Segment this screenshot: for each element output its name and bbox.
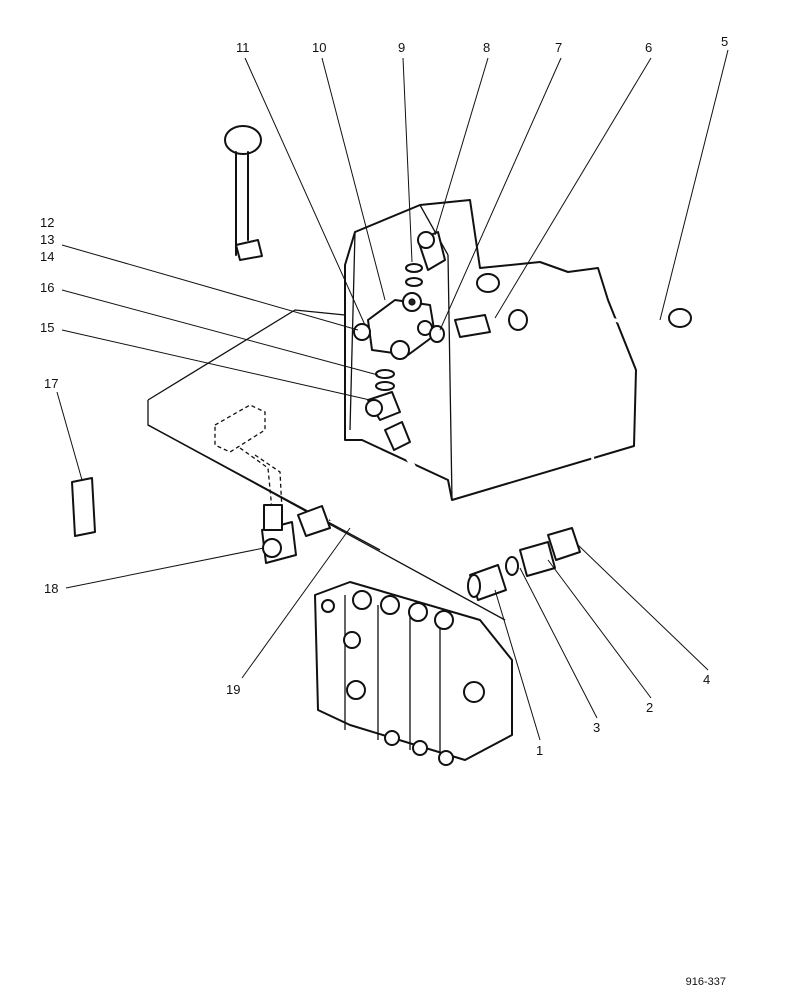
callout-14: 14 <box>40 249 54 264</box>
callout-13: 13 <box>40 232 54 247</box>
callout-1: 1 <box>536 743 543 758</box>
callout-19: 19 <box>226 682 240 697</box>
callout-18: 18 <box>44 581 58 596</box>
tee-fitting <box>261 504 297 564</box>
callout-17: 17 <box>44 376 58 391</box>
callout-9: 9 <box>398 40 405 55</box>
callout-15: 15 <box>40 320 54 335</box>
callout-8: 8 <box>483 40 490 55</box>
rigid-pipe <box>476 273 692 536</box>
callout-labels: 11 10 9 8 7 6 5 12 13 14 16 15 17 18 19 … <box>40 34 728 758</box>
callout-11: 11 <box>236 40 250 55</box>
drawing-number: 916-337 <box>685 976 726 988</box>
callout-16: 16 <box>40 280 54 295</box>
decal <box>71 477 96 537</box>
callout-10: 10 <box>312 40 326 55</box>
leader-lines <box>56 49 729 741</box>
straight-connector <box>454 309 528 338</box>
control-valve-bank <box>314 581 513 766</box>
callout-5: 5 <box>721 34 728 49</box>
valve-block-assembly <box>353 231 446 421</box>
flexible-hose <box>297 421 429 537</box>
control-lever <box>224 125 263 261</box>
adapter-chain <box>467 527 581 601</box>
callout-6: 6 <box>645 40 652 55</box>
callout-2: 2 <box>646 700 653 715</box>
callout-7: 7 <box>555 40 562 55</box>
callout-12: 12 <box>40 215 54 230</box>
floor-plate <box>147 309 506 621</box>
callout-3: 3 <box>593 720 600 735</box>
callout-4: 4 <box>703 672 710 687</box>
